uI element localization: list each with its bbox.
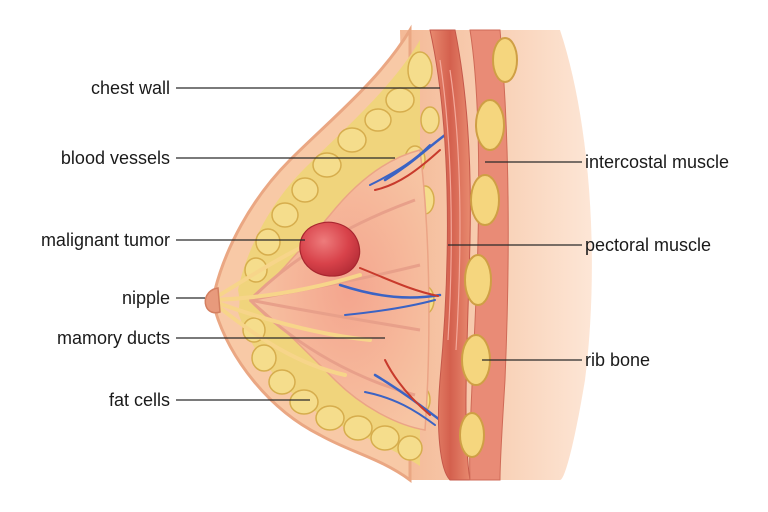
label-fat-cells: fat cells <box>109 390 170 410</box>
nipple <box>204 287 221 314</box>
label-mamory-ducts: mamory ducts <box>57 328 170 348</box>
label-chest-wall: chest wall <box>91 78 170 98</box>
rib-bones <box>459 37 518 458</box>
label-intercostal-muscle: intercostal muscle <box>585 152 729 172</box>
blood-vessels <box>338 133 447 426</box>
fat-cells <box>242 51 440 461</box>
malignant-tumor <box>299 221 361 277</box>
label-rib-bone: rib bone <box>585 350 650 370</box>
label-nipple: nipple <box>122 288 170 308</box>
label-pectoral-muscle: pectoral muscle <box>585 235 711 255</box>
label-malignant-tumor: malignant tumor <box>41 230 170 250</box>
leader-lines <box>176 87 582 401</box>
label-blood-vessels: blood vessels <box>61 148 170 168</box>
